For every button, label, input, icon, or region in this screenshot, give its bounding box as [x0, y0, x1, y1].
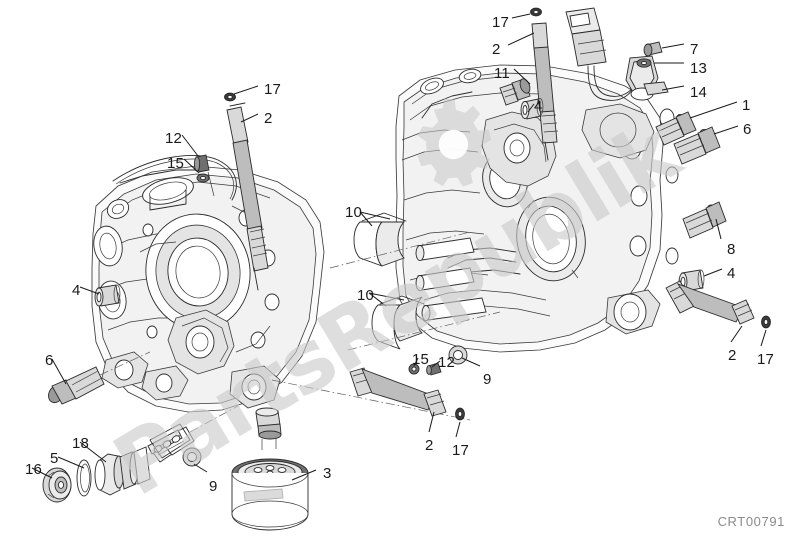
callout-washer-15: 15 — [412, 351, 430, 368]
callout-strainer-cap-16: 16 — [25, 461, 43, 478]
callout-leader-lines — [31, 13, 767, 481]
bushing-4-left — [94, 284, 121, 307]
callout-through-bolt-2: 2 — [492, 41, 501, 58]
bolt-8 — [682, 201, 727, 239]
callout-bolt-6: 6 — [45, 352, 54, 369]
main-bearing-shells — [329, 212, 501, 351]
sealing-washer-9-right — [448, 345, 468, 365]
sealing-washer-9-bottom — [182, 447, 202, 467]
left-case-oil-port — [142, 177, 194, 211]
callout-oil-pressure-sensor-14: 14 — [690, 84, 708, 101]
crankcase-main-bearing-bore — [516, 196, 586, 282]
through-bolt-upper-right — [530, 7, 559, 161]
callout-o-ring-5: 5 — [50, 450, 59, 467]
callout-dowel-pin-12: 12 — [438, 354, 456, 371]
callout-sealing-washer-9: 9 — [483, 371, 492, 388]
callout-dowel-pin-12: 12 — [165, 130, 183, 147]
callout-o-ring-17: 17 — [757, 351, 775, 368]
callout-bolt-6: 6 — [743, 121, 752, 138]
callout-bushing-4: 4 — [72, 282, 81, 299]
callout-o-ring-17: 17 — [264, 81, 282, 98]
callout-bushing-4: 4 — [727, 265, 736, 282]
oil-strainer-assembly — [42, 405, 239, 503]
dowel-pin-12-upper-left — [193, 154, 215, 197]
bolt-1 — [655, 111, 697, 146]
callout-main-bearing-shell-10: 10 — [357, 287, 375, 304]
bolt-11 — [499, 78, 531, 106]
callout-sealing-washer-9: 9 — [209, 478, 218, 495]
callout-bolt-11: 11 — [494, 65, 510, 82]
internal-shaft-bosses — [415, 237, 487, 321]
bushing-4-upper — [520, 98, 544, 120]
callout-sensor-bolt-7: 7 — [690, 41, 699, 58]
bolt-6-lower-left — [48, 351, 151, 405]
callout-o-ring-17: 17 — [492, 14, 510, 31]
callout-through-bolt-2: 2 — [264, 110, 273, 127]
callout-o-ring-17: 17 — [452, 442, 470, 459]
through-bolt-right-lower — [665, 280, 771, 329]
callout-bushing-4: 4 — [534, 98, 543, 115]
callout-oil-filter-cartridge-3: 3 — [323, 465, 332, 482]
callout-main-bearing-shell-10: 10 — [345, 204, 363, 221]
oil-filter-cartridge — [231, 407, 309, 531]
callout-bolt-1: 1 — [742, 97, 751, 114]
oil-pressure-sensor-assembly — [565, 7, 669, 101]
callout-through-bolt-2: 2 — [425, 437, 434, 454]
through-bolt-centre-bottom — [271, 362, 471, 421]
callout-oil-strainer-18: 18 — [72, 435, 90, 452]
callout-washer-13: 13 — [690, 60, 708, 77]
callout-bolt-8: 8 — [727, 241, 736, 258]
callout-through-bolt-2: 2 — [728, 347, 737, 364]
callout-washer-15: 15 — [167, 155, 185, 172]
left-crankcase-half — [91, 154, 325, 413]
through-bolt-upper-left — [224, 92, 269, 291]
diagram-code: CRT00791 — [717, 514, 785, 529]
